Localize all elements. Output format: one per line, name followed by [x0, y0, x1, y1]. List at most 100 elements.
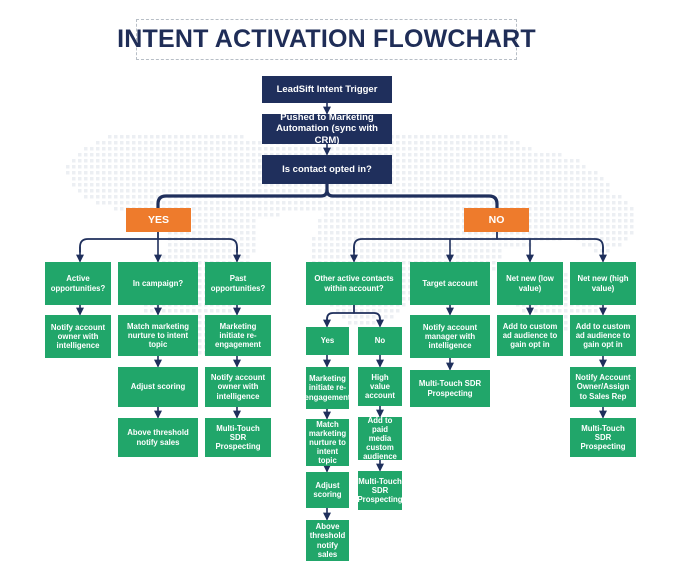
map-dot	[198, 261, 202, 265]
map-dot	[252, 141, 256, 145]
map-dot	[318, 219, 322, 223]
map-dot	[582, 219, 586, 223]
map-dot	[174, 141, 178, 145]
map-dot	[456, 201, 460, 205]
map-dot	[360, 309, 364, 313]
map-dot	[624, 219, 628, 223]
map-dot	[456, 243, 460, 247]
map-dot	[360, 153, 364, 157]
map-dot	[498, 165, 502, 169]
map-dot	[498, 153, 502, 157]
map-dot	[426, 249, 430, 253]
map-dot	[396, 165, 400, 169]
map-dot	[354, 219, 358, 223]
map-dot	[462, 177, 466, 181]
map-dot	[282, 183, 286, 187]
map-dot	[210, 201, 214, 205]
map-dot	[606, 231, 610, 235]
map-dot	[294, 153, 298, 157]
map-dot	[216, 153, 220, 157]
map-dot	[198, 177, 202, 181]
map-dot	[96, 195, 100, 199]
map-dot	[216, 207, 220, 211]
map-dot	[150, 147, 154, 151]
map-dot	[126, 147, 130, 151]
map-dot	[162, 255, 166, 259]
map-dot	[480, 231, 484, 235]
map-dot	[222, 177, 226, 181]
map-dot	[288, 183, 292, 187]
map-dot	[144, 195, 148, 199]
map-dot	[132, 171, 136, 175]
map-dot	[222, 249, 226, 253]
node-high-value-account: High value account	[358, 367, 402, 406]
map-dot	[504, 231, 508, 235]
map-dot	[492, 135, 496, 139]
map-dot	[168, 255, 172, 259]
map-dot	[558, 195, 562, 199]
map-dot	[246, 255, 250, 259]
map-dot	[408, 207, 412, 211]
map-dot	[120, 183, 124, 187]
map-dot	[390, 147, 394, 151]
map-dot	[588, 195, 592, 199]
map-dot	[156, 165, 160, 169]
map-dot	[408, 225, 412, 229]
node-net-new-high: Net new (high value)	[570, 262, 636, 305]
map-dot	[474, 249, 478, 253]
map-dot	[240, 255, 244, 259]
map-dot	[594, 207, 598, 211]
map-dot	[138, 141, 142, 145]
map-dot	[108, 159, 112, 163]
map-dot	[162, 177, 166, 181]
map-dot	[276, 147, 280, 151]
node-pushed-to-marketing: Pushed to Marketing Automation (sync wit…	[262, 112, 392, 146]
map-dot	[144, 159, 148, 163]
map-dot	[402, 219, 406, 223]
map-dot	[624, 225, 628, 229]
map-dot	[390, 309, 394, 313]
map-dot	[240, 231, 244, 235]
map-dot	[396, 141, 400, 145]
map-dot	[168, 147, 172, 151]
map-dot	[480, 183, 484, 187]
map-dot	[516, 183, 520, 187]
node-sdr-prospecting-2: Multi-Touch SDR Prospecting	[357, 471, 403, 510]
map-dot	[456, 165, 460, 169]
map-dot	[174, 147, 178, 151]
map-dot	[210, 309, 214, 313]
map-dot	[594, 213, 598, 217]
map-dot	[168, 141, 172, 145]
map-dot	[516, 201, 520, 205]
map-dot	[126, 201, 130, 205]
map-dot	[498, 231, 502, 235]
map-dot	[132, 165, 136, 169]
node-custom-ad-high: Add to custom ad audience to gain opt in	[570, 315, 636, 356]
map-dot	[240, 147, 244, 151]
map-dot	[432, 177, 436, 181]
map-dot	[492, 165, 496, 169]
map-dot	[522, 159, 526, 163]
map-dot	[150, 195, 154, 199]
map-dot	[96, 201, 100, 205]
map-dot	[372, 243, 376, 247]
map-dot	[516, 243, 520, 247]
map-dot	[522, 231, 526, 235]
map-dot	[528, 219, 532, 223]
map-dot	[210, 213, 214, 217]
map-dot	[234, 213, 238, 217]
map-dot	[384, 315, 388, 319]
map-dot	[174, 183, 178, 187]
map-dot	[576, 231, 580, 235]
map-dot	[402, 285, 406, 289]
map-dot	[474, 183, 478, 187]
map-dot	[540, 201, 544, 205]
map-dot	[486, 171, 490, 175]
map-dot	[192, 153, 196, 157]
map-dot	[444, 207, 448, 211]
map-dot	[594, 243, 598, 247]
map-dot	[546, 183, 550, 187]
map-dot	[198, 135, 202, 139]
map-dot	[438, 171, 442, 175]
map-dot	[516, 177, 520, 181]
